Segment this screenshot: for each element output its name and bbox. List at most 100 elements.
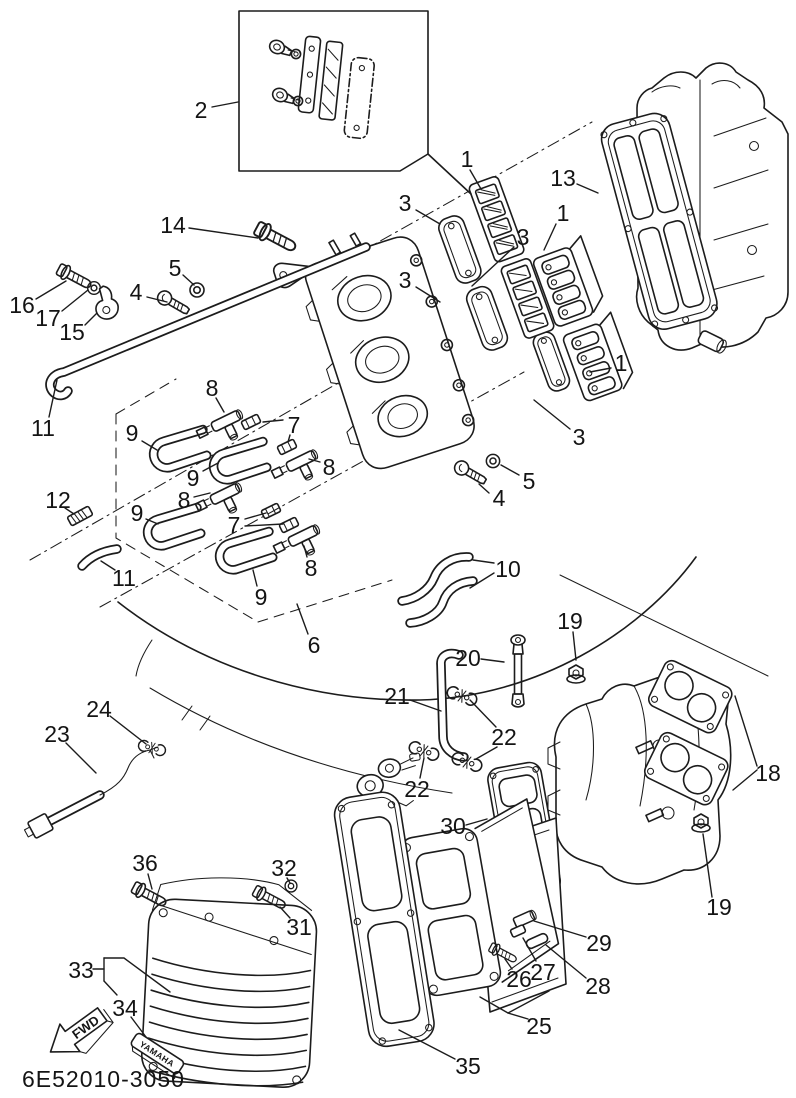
callout-leader-7: [244, 512, 267, 520]
callout-leader-2: [211, 101, 239, 108]
hose-9-drawing: [212, 441, 267, 480]
part-callout-25: 25: [526, 1013, 552, 1039]
callout-leader-19: [702, 833, 713, 898]
collar-27-drawing: [509, 924, 527, 938]
callout-leader-27: [522, 937, 537, 962]
callout-leader-29: [533, 920, 587, 938]
part-callout-3: 3: [399, 267, 412, 293]
part-callout-30: 30: [440, 813, 466, 839]
callout-leader-16: [35, 280, 67, 300]
callout-leader-17: [61, 289, 89, 312]
screw-4-drawing: [154, 287, 193, 319]
callout-leader-8: [193, 492, 211, 498]
callout-leader-31: [279, 906, 291, 919]
part-callout-16: 16: [9, 292, 35, 318]
bolt-14-drawing: [251, 218, 301, 257]
part-callout-24: 24: [86, 696, 112, 722]
part-callout-13: 13: [550, 165, 576, 191]
part-callout-11: 11: [112, 565, 136, 591]
callout-leader-14: [188, 227, 259, 239]
part-callout-4: 4: [493, 485, 506, 511]
callout-leader-20: [480, 658, 505, 663]
callout-leader-6: [296, 603, 309, 635]
gasket-18-upper-drawing: [647, 659, 733, 734]
part-callout-31: 31: [286, 914, 312, 940]
nut-19-drawing: [566, 664, 586, 684]
part-callout-36: 36: [132, 850, 158, 876]
callout-leader-22: [469, 699, 497, 728]
part-callout-5: 5: [523, 468, 536, 494]
part-callout-5: 5: [169, 255, 182, 281]
part-callout-8: 8: [305, 555, 318, 581]
callout-leader-3: [533, 399, 571, 430]
joint-7-drawing: [278, 516, 300, 534]
callout-leader-4: [478, 483, 490, 494]
screw-4-drawing: [451, 457, 490, 489]
callout-leader-4: [146, 296, 168, 303]
callout-leader-12: [64, 507, 75, 515]
pipe-11-lower-drawing: [77, 544, 122, 571]
part-callout-9: 9: [255, 584, 268, 610]
callout-leader-10: [472, 559, 495, 564]
part-callout-6: 6: [308, 632, 321, 658]
fwd-arrow: FWD: [49, 1007, 114, 1054]
reed-stopper-plate-drawing: [297, 35, 322, 114]
part-callout-14: 14: [160, 212, 186, 238]
part-callout-1: 1: [461, 146, 474, 172]
callout-leader-18: [734, 695, 758, 767]
callout-leader-36: [147, 873, 153, 890]
part-callout-17: 17: [35, 305, 61, 331]
part-callout-7: 7: [228, 512, 241, 538]
callout-leader-9: [145, 518, 159, 525]
part-callout-10: 10: [495, 556, 521, 582]
joint-7-drawing: [260, 502, 282, 520]
part-callout-1: 1: [557, 200, 570, 226]
callout-leader-21: [409, 699, 442, 712]
callout-leader-1: [589, 367, 612, 373]
part-callout-3: 3: [517, 224, 530, 250]
joint-7-drawing: [240, 413, 262, 431]
part-callout-35: 35: [455, 1053, 481, 1079]
callout-leader-26: [504, 958, 513, 970]
callout-leader-11: [48, 379, 58, 418]
part-callout-18: 18: [755, 760, 781, 786]
fuel-pipe-23-drawing: [23, 746, 159, 839]
part-callout-19: 19: [706, 894, 732, 920]
gasket-35-drawing: [333, 791, 435, 1048]
callout-leader-28: [545, 944, 587, 979]
callout-leader-25: [507, 1012, 529, 1020]
washer-32-drawing: [284, 879, 298, 893]
callout-leader-9: [202, 462, 219, 472]
part-callout-34: 34: [112, 995, 138, 1021]
part-callout-9: 9: [131, 500, 144, 526]
joint-7-drawing: [276, 438, 298, 456]
part-callout-3: 3: [399, 190, 412, 216]
callout-leader-3: [471, 246, 515, 287]
tee-fitting-8-drawing: [194, 481, 251, 527]
part-callout-28: 28: [585, 973, 611, 999]
silencer-cover-drawing: [140, 877, 318, 1089]
callout-leader-32: [286, 877, 291, 884]
part-callout-32: 32: [271, 855, 297, 881]
gasket-3-left-drawing: [438, 215, 509, 351]
reed-body-outline-drawing: [343, 56, 375, 140]
part-callout-33: 33: [68, 957, 94, 983]
part-callout-2: 2: [195, 97, 208, 123]
part-callout-9: 9: [187, 465, 200, 491]
diagram-code: 6E52010-3050: [22, 1066, 185, 1092]
fitting-12-drawing: [66, 505, 94, 527]
callout-leader-23: [65, 742, 97, 774]
clamp-15-drawing: [95, 285, 119, 320]
callout-leader-7: [262, 419, 284, 423]
gasket-13-drawing: [600, 112, 719, 330]
callout-leader-7: [287, 434, 291, 443]
part-callout-8: 8: [206, 375, 219, 401]
callout-leader-19: [572, 631, 577, 661]
washer-17-drawing: [86, 280, 102, 296]
callout-leader-5: [182, 274, 195, 286]
part-callout-29: 29: [586, 930, 612, 956]
spacer-29-drawing: [512, 909, 537, 928]
part-callout-19: 19: [557, 608, 583, 634]
